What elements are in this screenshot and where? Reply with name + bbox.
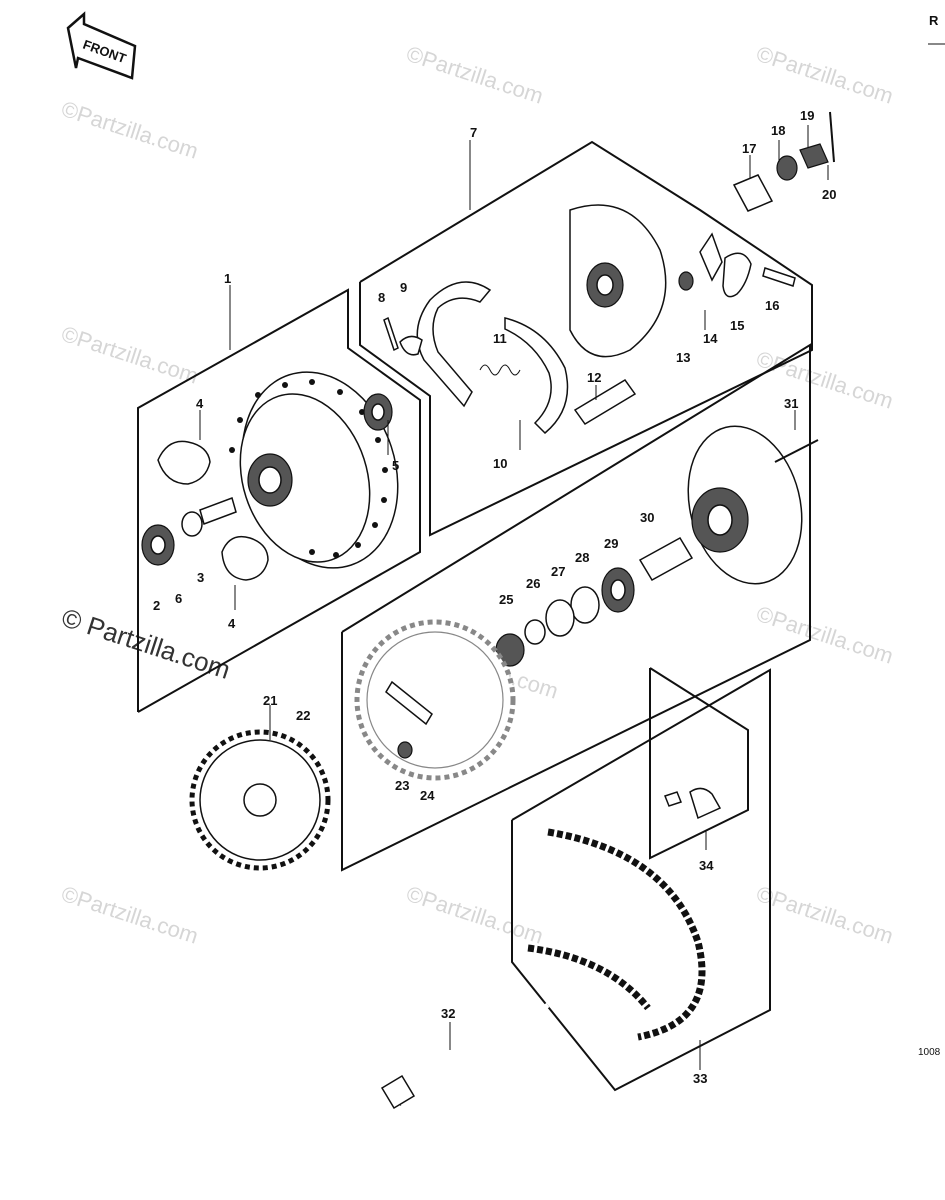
callout-31: 31 [784,396,798,411]
callout-13: 13 [676,350,690,365]
watermark: ©Partzilla.com [58,881,201,949]
callouts: 1 2 3 4 4 5 6 7 8 9 10 11 12 13 14 15 16… [153,108,836,1086]
brake-assembly [383,111,835,435]
callout-5: 5 [392,458,399,473]
callout-3: 3 [197,570,204,585]
callout-23: 23 [395,778,409,793]
chain-joint-box [649,667,749,860]
callout-2: 2 [153,598,160,613]
callout-21: 21 [263,693,277,708]
callout-32: 32 [441,1006,455,1021]
group-outlines [137,140,813,1092]
callout-11: 11 [493,331,507,346]
callout-4: 4 [228,616,236,631]
watermark: ©Partzilla.com [753,346,896,414]
callout-12: 12 [587,370,601,385]
callout-9: 9 [400,280,407,295]
callout-8: 8 [378,290,385,305]
sprocket-hub-box [341,343,811,872]
callout-18: 18 [771,123,785,138]
sprocket-hub [495,425,819,667]
callout-28: 28 [575,550,589,565]
watermark: ©Partzilla.com [403,41,546,109]
wheel-hub [229,371,399,569]
corner-mark: R [929,13,939,28]
callout-20: 20 [822,187,836,202]
callout-6: 6 [175,591,182,606]
watermark: ©Partzilla.com [403,881,546,949]
callout-34: 34 [699,858,714,873]
drive-chain [527,787,722,1041]
callout-14: 14 [703,331,718,346]
callout-1: 1 [224,271,231,286]
figure-code: 1008 [918,1047,941,1058]
watermark: ©Partzilla.com [753,881,896,949]
callout-27: 27 [551,564,565,579]
callout-15: 15 [730,318,744,333]
callout-30: 30 [640,510,654,525]
front-arrow-icon: FRONT [66,11,137,80]
chain-box [511,668,771,1092]
watermark: ©Partzilla.com [58,321,201,389]
callout-26: 26 [526,576,540,591]
brake-panel-box [359,140,813,537]
leader-lines [199,125,829,1070]
callout-16: 16 [765,298,779,313]
hub-small-parts [141,393,393,581]
watermark: ©Partzilla.com [753,41,896,109]
callout-22: 22 [296,708,310,723]
callout-19: 19 [800,108,814,123]
callout-24: 24 [420,788,435,803]
callout-33: 33 [693,1071,707,1086]
axle-bolt [380,1002,550,1110]
callout-29: 29 [604,536,618,551]
watermark: ©Partzilla.com [58,96,201,164]
callout-17: 17 [742,141,756,156]
sprockets [189,619,516,871]
callout-10: 10 [493,456,507,471]
watermark: ©Partzilla.com [753,601,896,669]
callout-4: 4 [196,396,204,411]
callout-25: 25 [499,592,513,607]
wheel-hub-box [137,288,421,713]
callout-7: 7 [470,125,477,140]
